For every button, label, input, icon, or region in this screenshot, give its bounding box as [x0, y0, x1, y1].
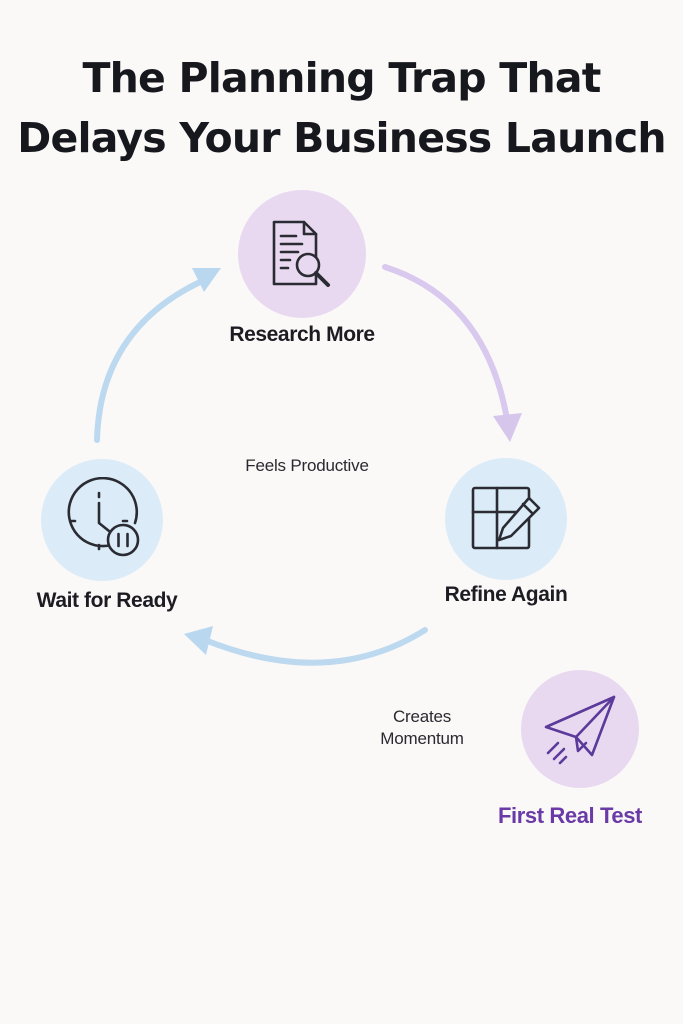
page-title: The Planning Trap That Delays Your Busin…	[0, 48, 683, 168]
clock-pause-icon	[67, 477, 140, 557]
title-line-1: The Planning Trap That	[82, 54, 601, 102]
creates-momentum-line-1: Creates	[392, 707, 452, 726]
arrow-research-to-refine	[382, 264, 511, 428]
refine-again-node	[445, 458, 567, 580]
creates-momentum-note: Creates Momentum	[363, 706, 481, 750]
paper-plane-icon	[544, 695, 616, 765]
refine-again-label: Refine Again	[444, 583, 568, 606]
document-search-icon	[272, 220, 330, 287]
creates-momentum-line-2: Momentum	[380, 729, 464, 748]
first-real-test-label: First Real Test	[498, 803, 642, 828]
first-real-test-node	[521, 670, 639, 788]
grid-pencil-icon	[471, 486, 541, 550]
arrow-head-research-to-refine	[493, 413, 522, 442]
research-more-label: Research More	[229, 323, 375, 346]
arrow-refine-to-wait	[202, 627, 428, 666]
feels-productive-note: Feels Productive	[245, 456, 369, 475]
arrow-head-wait-to-research	[192, 268, 221, 292]
wait-for-ready-node	[41, 459, 163, 581]
arrow-head-refine-to-wait	[184, 626, 213, 655]
arrow-wait-to-research	[94, 279, 203, 443]
wait-for-ready-label: Wait for Ready	[36, 589, 178, 612]
research-more-node	[238, 190, 366, 318]
title-line-2: Delays Your Business Launch	[17, 114, 666, 162]
